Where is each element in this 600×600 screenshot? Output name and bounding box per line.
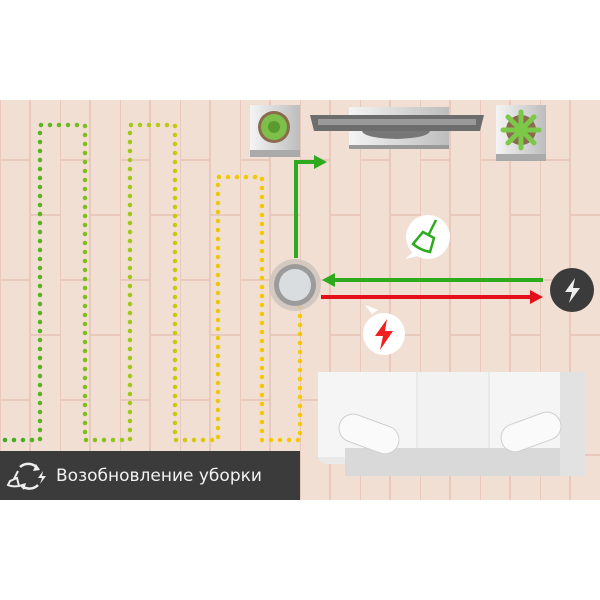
lightning-icon xyxy=(363,305,405,355)
return-from-dock-arrow xyxy=(322,273,543,287)
cleaning-path xyxy=(2,122,303,443)
robot-vacuum xyxy=(269,259,321,311)
charging-dock-icon xyxy=(550,268,594,312)
resume-cleaning-icon xyxy=(0,451,56,500)
go-to-dock-arrow xyxy=(321,290,543,304)
plant-right xyxy=(496,105,546,161)
route-to-resume-arrow xyxy=(294,155,327,258)
broom-icon xyxy=(405,215,450,259)
sofa xyxy=(318,372,585,476)
caption-text: Возобновление уборки xyxy=(56,465,262,486)
caption-bar: Возобновление уборки xyxy=(0,451,300,500)
plant-left xyxy=(250,105,300,157)
tv-stand xyxy=(310,107,484,149)
